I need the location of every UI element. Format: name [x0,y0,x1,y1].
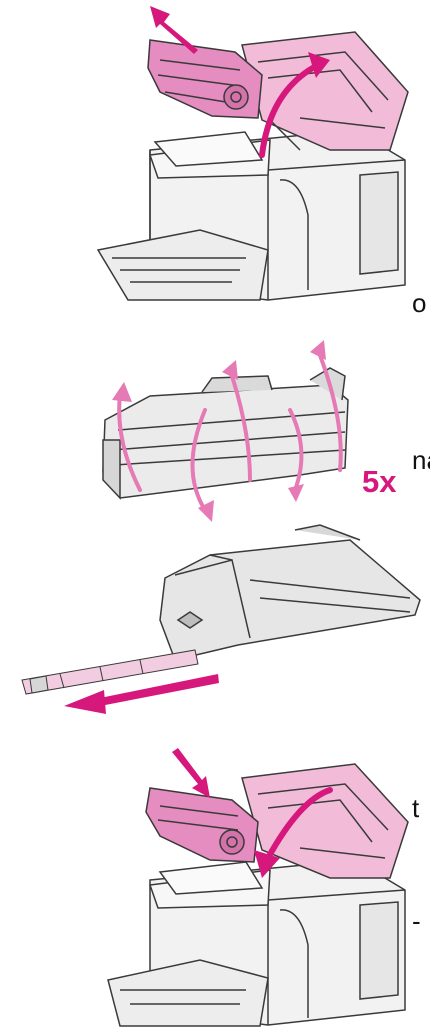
text-fragment-2: na [412,445,430,475]
printer-close-lid-icon [107,763,409,1027]
shake-count-label: 5x [362,464,397,499]
lid-close-arrowhead-icon [254,850,280,878]
text-fragment-3: t [412,793,420,823]
toner-cartridge-icon [102,367,349,500]
lid-open-arrow-icon [259,62,321,158]
lid-open-arrowhead-icon [308,52,330,78]
rotate-arrows-icon [117,348,343,512]
cartridge-side-view-icon [159,524,421,661]
lid-close-arrow-icon [265,787,333,861]
printer-open-lid-icon [96,31,409,301]
remove-arrow-icon [150,6,198,54]
sealing-tape-icon [21,649,199,695]
text-fragment-1: o [412,288,427,318]
pull-tab-icon [64,674,219,714]
insert-arrow-icon [172,748,210,798]
text-fragment-4: - [412,906,421,936]
